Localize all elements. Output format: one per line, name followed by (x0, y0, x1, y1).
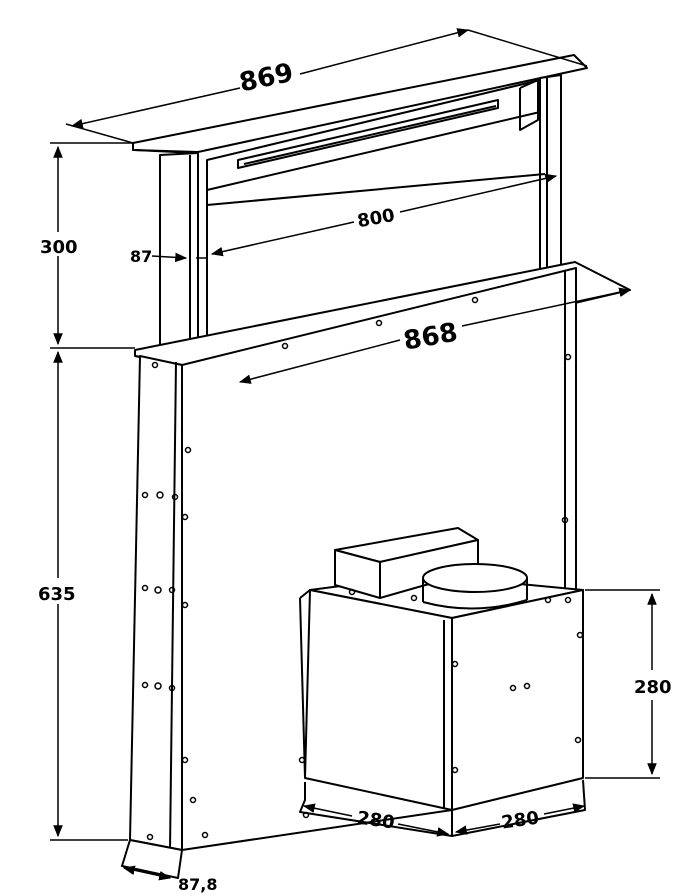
dimension-lines (50, 28, 660, 881)
motor-box (299, 527, 584, 811)
dim-bottom-depth: 87,8 (178, 875, 217, 894)
screw-holes (141, 296, 584, 841)
dim-body-height: 635 (38, 584, 76, 605)
dim-motor-height: 280 (634, 677, 672, 698)
dim-motor-depth: 280 (356, 808, 396, 834)
dim-side-depth: 87 (130, 247, 152, 266)
dim-motor-width: 280 (500, 808, 540, 834)
dim-top-width: 869 (237, 58, 296, 99)
dim-tower-height: 300 (40, 237, 78, 258)
top-lid (132, 54, 588, 154)
